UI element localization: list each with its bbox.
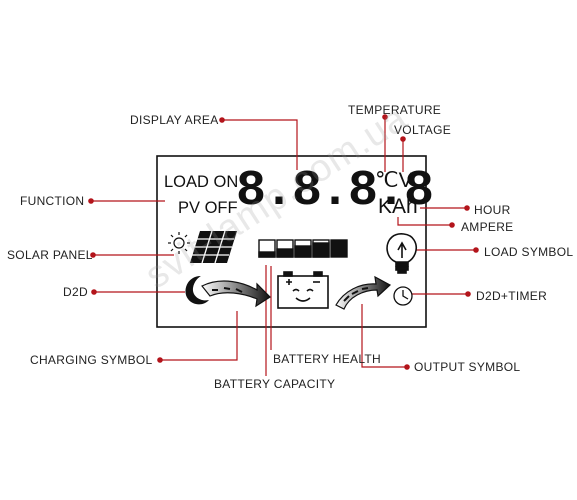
unit-kah: KAh xyxy=(378,195,418,218)
charging-arrow-icon xyxy=(201,280,271,308)
leader-dots xyxy=(88,114,479,370)
label-load-symbol: LOAD SYMBOL xyxy=(484,245,574,259)
label-battery-health: BATTERY HEALTH xyxy=(273,352,382,366)
label-solar-panel: SOLAR PANEL xyxy=(7,248,93,262)
moon-icon xyxy=(185,276,209,305)
label-d2d-timer: D2D+TIMER xyxy=(476,289,548,303)
battery-capacity-bars xyxy=(258,239,348,258)
label-output-symbol: OUTPUT SYMBOL xyxy=(414,360,521,374)
label-voltage: VOLTAGE xyxy=(394,123,452,137)
label-temperature: TEMPERATURE xyxy=(348,103,442,117)
label-battery-capacity: BATTERY CAPACITY xyxy=(214,377,336,391)
load-on-text: LOAD ON xyxy=(164,173,239,191)
solar-panel-icon xyxy=(190,230,237,264)
clock-icon xyxy=(393,286,413,306)
label-ampere: AMPERE xyxy=(461,220,514,234)
leader-ampere xyxy=(397,217,452,226)
output-arrow-icon xyxy=(335,275,392,310)
unit-temp-volt: ℃V xyxy=(375,169,413,192)
label-d2d: D2D xyxy=(63,285,88,299)
pv-off-text: PV OFF xyxy=(178,199,238,217)
lcd-frame xyxy=(156,155,427,328)
light-bulb-icon xyxy=(386,233,417,274)
leader-output xyxy=(361,304,407,368)
seven-segment-digits: 8.8.8.8 xyxy=(236,163,434,220)
label-display-area: DISPLAY AREA xyxy=(130,113,219,127)
leader-charging xyxy=(160,311,238,361)
label-function: FUNCTION xyxy=(20,194,85,208)
leader-lines xyxy=(91,117,476,376)
label-hour: HOUR xyxy=(474,203,511,217)
label-charging-symbol: CHARGING SYMBOL xyxy=(30,353,153,367)
leader-display-area xyxy=(222,119,298,170)
battery-face-icon xyxy=(277,271,329,309)
sun-icon xyxy=(168,232,190,254)
